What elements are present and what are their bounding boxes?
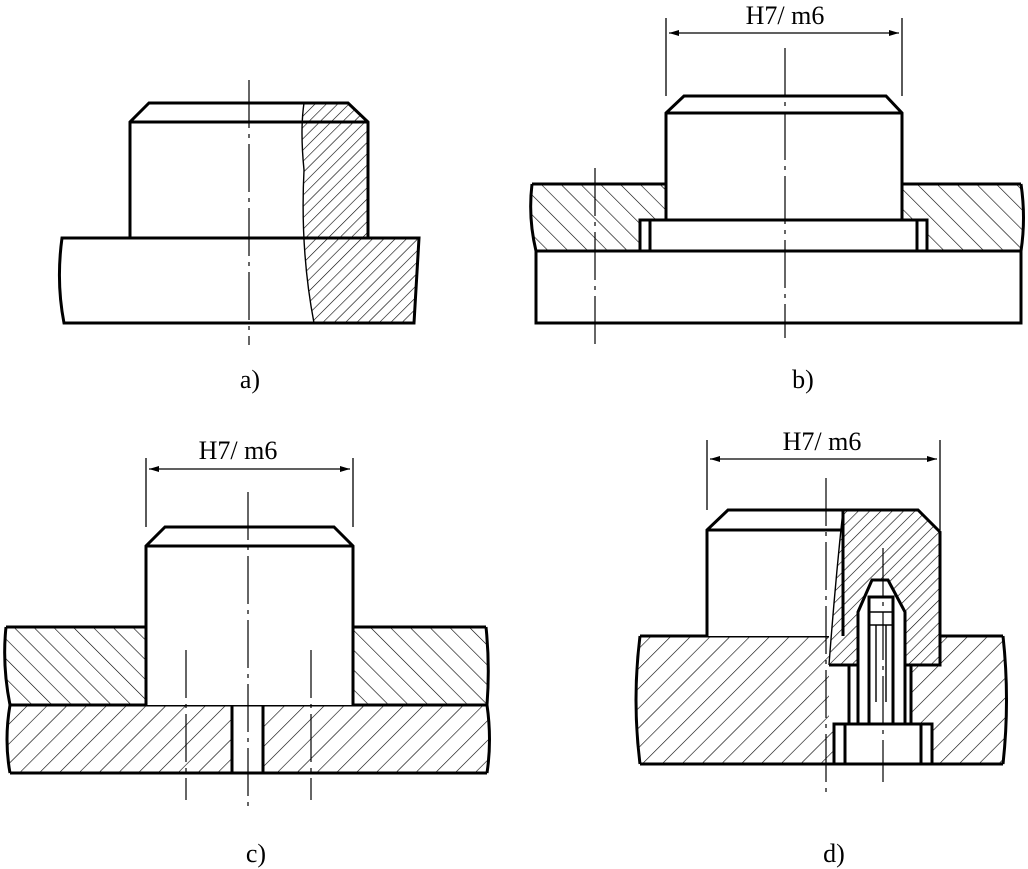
panel-b-lower-plate	[535, 250, 1022, 324]
panel-c-boss	[144, 525, 355, 705]
panel-a-section	[302, 103, 419, 323]
panel-a: a)	[57, 80, 421, 394]
panel-c-lower-plate-left	[7, 705, 232, 773]
caption-c: c)	[246, 839, 266, 868]
panel-a-base	[57, 236, 421, 325]
panel-c-upper-plate-left	[4, 627, 146, 705]
panel-b-upper-plate-right	[902, 184, 1024, 251]
panel-d-fit-label: H7/ m6	[783, 427, 862, 456]
caption-b: b)	[792, 365, 814, 394]
panel-d-base-plate	[636, 636, 834, 764]
panel-b: H7/ m6 b)	[529, 1, 1025, 394]
panel-b-fit-label: H7/ m6	[746, 1, 825, 30]
panel-c-fit-label: H7/ m6	[199, 436, 278, 465]
caption-a: a)	[240, 365, 260, 394]
caption-d: d)	[823, 839, 845, 868]
panel-c-upper-plate-right	[353, 627, 489, 705]
panel-c-lower-plate-right	[263, 705, 490, 773]
panel-d: H7/ m6 d)	[634, 427, 1008, 868]
panel-c: H7/ m6 c)	[3, 436, 491, 868]
panel-b-shoulder	[638, 218, 929, 253]
panel-d-screw	[832, 578, 934, 766]
panel-b-upper-plate-left	[530, 184, 666, 251]
panel-b-boss	[664, 94, 904, 222]
